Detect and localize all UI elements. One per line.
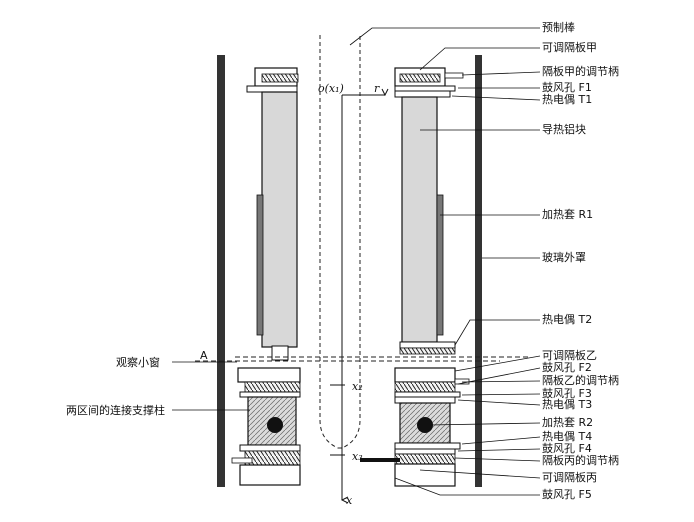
label-heater-r2: 加热套 R2 [542, 416, 593, 429]
label-baffle-a-handle: 隔板甲的调节柄 [542, 64, 619, 78]
left-upper-zone [246, 67, 299, 361]
label-preform-rod: 预制棒 [542, 20, 575, 34]
label-air-hole-f4: 鼓风孔 F4 [542, 441, 592, 455]
baffle-c-handle [394, 453, 456, 465]
label-heater-r1: 加热套 R1 [542, 208, 593, 221]
label-thermocouple-t2: 热电偶 T2 [542, 313, 592, 326]
left-lower-zone [231, 367, 301, 486]
axis-r-label: r [374, 82, 380, 95]
air-hole-f1 [394, 85, 456, 92]
label-observation-window: 观察小窗 [116, 355, 160, 369]
axis-labels: o(x₁) r x₂ x₃ x [318, 82, 380, 507]
preform-rod-outline [319, 35, 361, 449]
thermocouple-t2 [399, 341, 456, 349]
glass-cover-left-wall [217, 55, 225, 487]
thermocouple-t4 [394, 442, 461, 450]
leader-lines-left [172, 361, 250, 411]
adjustable-baffle-c [394, 463, 456, 487]
label-adjustable-baffle-a: 可调隔板甲 [542, 40, 597, 54]
label-thermocouple-t1: 热电偶 T1 [542, 93, 592, 106]
label-adjustable-baffle-c: 可调隔板丙 [542, 470, 597, 484]
label-aluminum-block: 导热铝块 [542, 122, 586, 136]
label-glass-cover: 玻璃外罩 [542, 250, 586, 264]
labels-left: 观察小窗 A 两区间的连接支撑柱 [66, 349, 208, 417]
label-support-column: 两区间的连接支撑柱 [66, 403, 165, 417]
air-hole-f3 [394, 391, 461, 398]
air-hole-f4 [394, 448, 456, 455]
label-baffle-b-handle: 隔板乙的调节柄 [542, 373, 619, 387]
left-heater-r2 [267, 417, 283, 433]
thermocouple-t1 [394, 90, 451, 98]
right-heater-r2 [417, 417, 433, 433]
label-thermocouple-t4: 热电偶 T4 [542, 430, 592, 443]
label-adjustable-baffle-b: 可调隔板乙 [542, 348, 597, 362]
label-air-hole-f5: 鼓风孔 F5 [542, 487, 592, 501]
adjustable-baffle-b [394, 367, 456, 383]
label-air-hole-f2: 鼓风孔 F2 [542, 360, 592, 374]
labels-right: 预制棒 可调隔板甲 隔板甲的调节柄 鼓风孔 F1 热电偶 T1 导热铝块 加热套… [542, 20, 619, 501]
label-point-a: A [200, 349, 208, 362]
right-aluminum-block [401, 96, 438, 343]
baffle-a-handle [444, 72, 464, 79]
right-heater-r1 [436, 194, 444, 336]
label-baffle-c-handle: 隔板丙的调节柄 [542, 453, 619, 467]
axis-origin-label: o(x₁) [318, 82, 344, 95]
right-upper-zone [394, 67, 464, 355]
leader-lines-right [349, 27, 541, 496]
left-heater-r1 [256, 194, 264, 336]
label-air-hole-f3: 鼓风孔 F3 [542, 386, 592, 400]
right-lower-zone [360, 367, 470, 487]
baffle-b-handle [394, 381, 456, 393]
axis-x2-label: x₂ [352, 380, 363, 393]
label-thermocouple-t3: 热电偶 T3 [542, 398, 592, 411]
thermocouple-t3 [394, 396, 456, 404]
axis-x3-label: x₃ [352, 450, 363, 463]
glass-cover-right-wall [475, 55, 482, 487]
left-aluminum-block [261, 91, 298, 348]
label-air-hole-f1: 鼓风孔 F1 [542, 80, 592, 94]
axis-x-label: x [346, 494, 353, 507]
